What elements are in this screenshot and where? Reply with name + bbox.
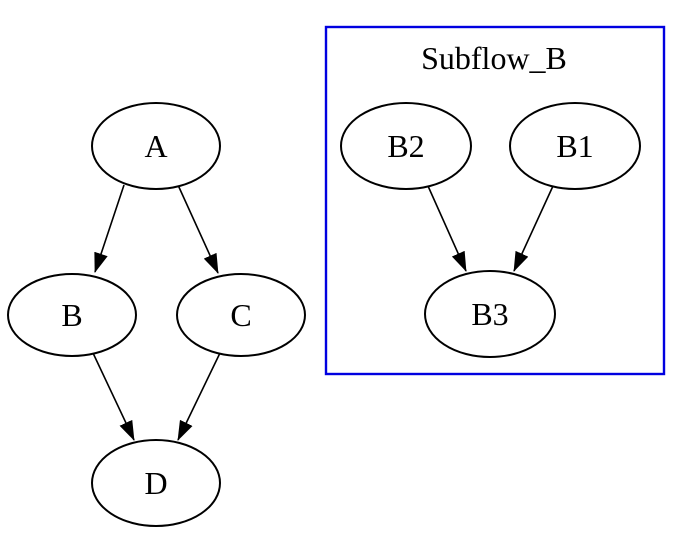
node-b1-label: B1: [556, 128, 593, 164]
node-b3: B3: [424, 270, 556, 358]
node-a-label: A: [144, 128, 167, 164]
node-d: D: [91, 439, 221, 527]
edge-b-to-d: [92, 352, 135, 441]
edge-c-to-d: [177, 352, 221, 441]
edge-a-to-c: [177, 184, 219, 274]
node-a: A: [91, 102, 221, 190]
node-b2-ellipse: [340, 102, 472, 190]
node-d-label: D: [144, 465, 167, 501]
node-d-ellipse: [91, 439, 221, 527]
edge-a-to-b: [94, 184, 125, 273]
edge-b1-to-b3: [513, 185, 554, 272]
subflow-b-cluster-label: Subflow_B: [421, 40, 567, 76]
node-b2-label: B2: [387, 128, 424, 164]
node-b3-ellipse: [424, 270, 556, 358]
node-c-label: C: [230, 297, 251, 333]
node-b: B: [7, 273, 137, 357]
node-a-ellipse: [91, 102, 221, 190]
edge-b2-to-b3: [427, 185, 467, 272]
node-b1: B1: [509, 102, 641, 190]
node-c: C: [176, 273, 306, 357]
edges: [92, 184, 554, 441]
node-b2: B2: [340, 102, 472, 190]
subflow-b-cluster-box: [324, 25, 666, 376]
node-b-ellipse: [7, 273, 137, 357]
cluster-subflow-b: Subflow_B: [324, 25, 666, 376]
node-b1-ellipse: [509, 102, 641, 190]
node-b3-label: B3: [471, 296, 508, 332]
node-b-label: B: [61, 297, 82, 333]
node-c-ellipse: [176, 273, 306, 357]
